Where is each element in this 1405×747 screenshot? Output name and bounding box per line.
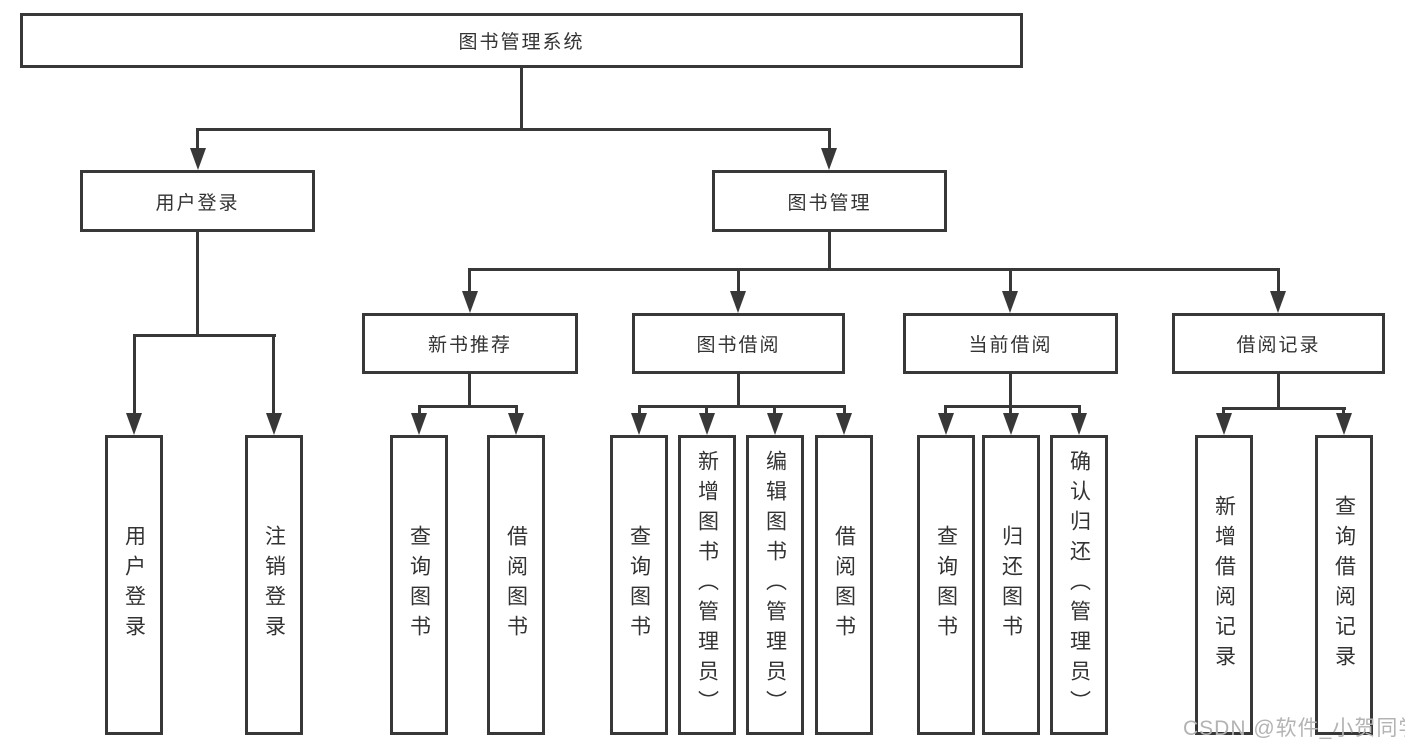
arrowhead-down-icon (190, 148, 206, 170)
node-current-borrowing: 当前借阅 (903, 313, 1118, 374)
connector-line (272, 334, 275, 418)
leaf-query-books-current: 查询图书 (917, 435, 975, 735)
node-borrowing-records: 借阅记录 (1172, 313, 1385, 374)
connector-line (1078, 405, 1081, 417)
connector-line (638, 405, 641, 417)
leaf-borrow-books-borrow: 借阅图书 (815, 435, 873, 735)
connector-line (737, 374, 740, 408)
leaf-edit-books-admin: 编辑图书（管理员） (746, 435, 804, 735)
connector-line (196, 232, 199, 337)
connector-line (418, 405, 421, 417)
connector-line (515, 405, 518, 417)
connector-line (944, 405, 1081, 408)
arrowhead-down-icon (836, 413, 852, 435)
arrowhead-down-icon (1002, 291, 1018, 313)
connector-line (1009, 268, 1012, 295)
connector-line (1277, 268, 1280, 295)
node-label: 新增图书（管理员） (695, 450, 719, 720)
node-label: 图书管理系统 (458, 32, 585, 53)
connector-line (418, 405, 518, 408)
connector-line (843, 405, 846, 417)
arrowhead-down-icon (126, 413, 142, 435)
node-label: 借阅记录 (1236, 335, 1321, 356)
leaf-borrow-books-recommend: 借阅图书 (487, 435, 545, 735)
connector-line (1342, 407, 1345, 417)
arrowhead-down-icon (767, 413, 783, 435)
leaf-query-borrow-record: 查询借阅记录 (1315, 435, 1373, 735)
node-label: 用户登录 (155, 192, 240, 214)
watermark: CSDN @软件_小贺同学 (1183, 717, 1405, 740)
leaf-confirm-return-admin: 确认归还（管理员） (1050, 435, 1108, 735)
connector-line (737, 268, 740, 295)
node-label: 新书推荐 (427, 335, 512, 356)
connector-line (1009, 405, 1012, 417)
connector-line (520, 68, 523, 131)
connector-line (133, 334, 136, 418)
node-label: 注销登录 (262, 525, 286, 645)
leaf-return-books: 归还图书 (982, 435, 1040, 735)
connector-line (828, 232, 831, 271)
arrowhead-down-icon (462, 291, 478, 313)
connector-line (828, 128, 831, 152)
leaf-query-books-borrow: 查询图书 (610, 435, 668, 735)
leaf-user-login: 用户登录 (105, 435, 163, 735)
arrowhead-down-icon (1336, 413, 1352, 435)
leaf-add-books-admin: 新增图书（管理员） (678, 435, 736, 735)
arrowhead-down-icon (411, 413, 427, 435)
connector-line (638, 405, 846, 408)
connector-line (468, 268, 471, 295)
leaf-add-borrow-record: 新增借阅记录 (1195, 435, 1253, 735)
leaf-logout-login: 注销登录 (245, 435, 303, 735)
node-user-login: 用户登录 (80, 170, 315, 232)
connector-line (773, 405, 776, 417)
node-label: 借阅图书 (832, 525, 856, 645)
node-label: 确认归还（管理员） (1067, 450, 1091, 720)
node-book-borrowing: 图书借阅 (632, 313, 845, 374)
node-book-management: 图书管理 (712, 170, 947, 232)
connector-line (196, 128, 831, 131)
node-label: 查询图书 (934, 525, 958, 645)
arrowhead-down-icon (730, 291, 746, 313)
arrowhead-down-icon (266, 413, 282, 435)
arrowhead-down-icon (1071, 413, 1087, 435)
arrowhead-down-icon (938, 413, 954, 435)
arrowhead-down-icon (821, 148, 837, 170)
node-library-management-system: 图书管理系统 (20, 13, 1023, 68)
connector-line (944, 405, 947, 417)
node-label: 查询借阅记录 (1332, 495, 1356, 675)
node-label: 借阅图书 (504, 525, 528, 645)
node-label: 图书借阅 (696, 335, 781, 356)
arrowhead-down-icon (508, 413, 524, 435)
connector-line (468, 268, 1280, 271)
arrowhead-down-icon (1270, 291, 1286, 313)
node-label: 图书管理 (787, 192, 872, 214)
connector-line (705, 405, 708, 417)
node-label: 归还图书 (999, 525, 1023, 645)
connector-line (1277, 374, 1280, 410)
connector-line (1009, 374, 1012, 408)
connector-line (1222, 407, 1346, 410)
leaf-query-books-recommend: 查询图书 (390, 435, 448, 735)
node-label: 查询图书 (407, 525, 431, 645)
arrowhead-down-icon (699, 413, 715, 435)
node-label: 编辑图书（管理员） (763, 450, 787, 720)
connector-line (468, 374, 471, 408)
arrowhead-down-icon (631, 413, 647, 435)
node-label: 查询图书 (627, 525, 651, 645)
node-label: 当前借阅 (968, 335, 1053, 356)
connector-line (1222, 407, 1225, 417)
node-new-book-recommendation: 新书推荐 (362, 313, 578, 374)
connector-line (133, 334, 276, 337)
connector-line (196, 128, 199, 152)
arrowhead-down-icon (1003, 413, 1019, 435)
node-label: 用户登录 (122, 525, 146, 645)
node-label: 新增借阅记录 (1212, 495, 1236, 675)
arrowhead-down-icon (1216, 413, 1232, 435)
